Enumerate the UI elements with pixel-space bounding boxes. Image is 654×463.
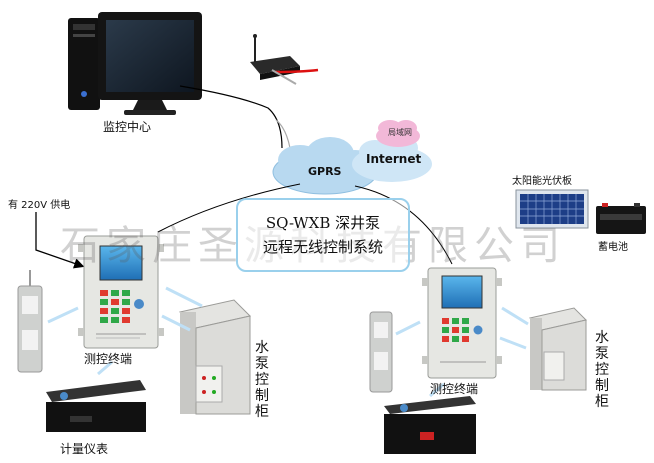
terminal-left-device xyxy=(78,235,164,349)
terminal-left-label: 测控终端 xyxy=(84,352,133,366)
battery-label: 蓄电池 xyxy=(598,242,628,253)
title-line-1: SQ-WXB 深井泵 xyxy=(265,214,381,232)
meter-right-device xyxy=(384,396,476,454)
monitor-center-label: 监控中心 xyxy=(103,120,152,134)
gprs-label: GPRS xyxy=(308,165,342,178)
sensor-probe-left-icon xyxy=(17,270,43,373)
meter-device xyxy=(46,380,146,432)
solar-panel-icon xyxy=(515,189,589,229)
pc-tower-icon xyxy=(68,18,100,110)
internet-label: Internet xyxy=(366,152,422,166)
router-icon xyxy=(250,34,319,85)
title-box: SQ-WXB 深井泵 远程无线控制系统 xyxy=(236,198,410,272)
pump-cabinet-left-label: 水泵控制柜 xyxy=(255,340,269,420)
solar-panel-label: 太阳能光伏板 xyxy=(512,176,572,187)
battery-icon xyxy=(596,203,646,234)
meter-label: 计量仪表 xyxy=(60,442,109,456)
link-arrows xyxy=(47,286,529,398)
title-line-2: 远程无线控制系统 xyxy=(262,238,383,256)
pump-cabinet-left-device xyxy=(179,299,251,415)
terminal-right-label: 测控终端 xyxy=(430,382,479,396)
monitor-icon xyxy=(98,12,202,115)
lan-cloud-icon xyxy=(376,120,420,147)
gprs-cloud-icon xyxy=(272,137,378,195)
sensor-probe-right-icon xyxy=(369,311,393,393)
pump-cabinet-right-label: 水泵控制柜 xyxy=(595,330,609,410)
lan-label: 局域网 xyxy=(388,128,412,137)
power-label: 有 220V 供电 xyxy=(8,200,71,211)
terminal-right-device xyxy=(422,267,502,379)
pump-cabinet-right-device xyxy=(529,307,587,391)
